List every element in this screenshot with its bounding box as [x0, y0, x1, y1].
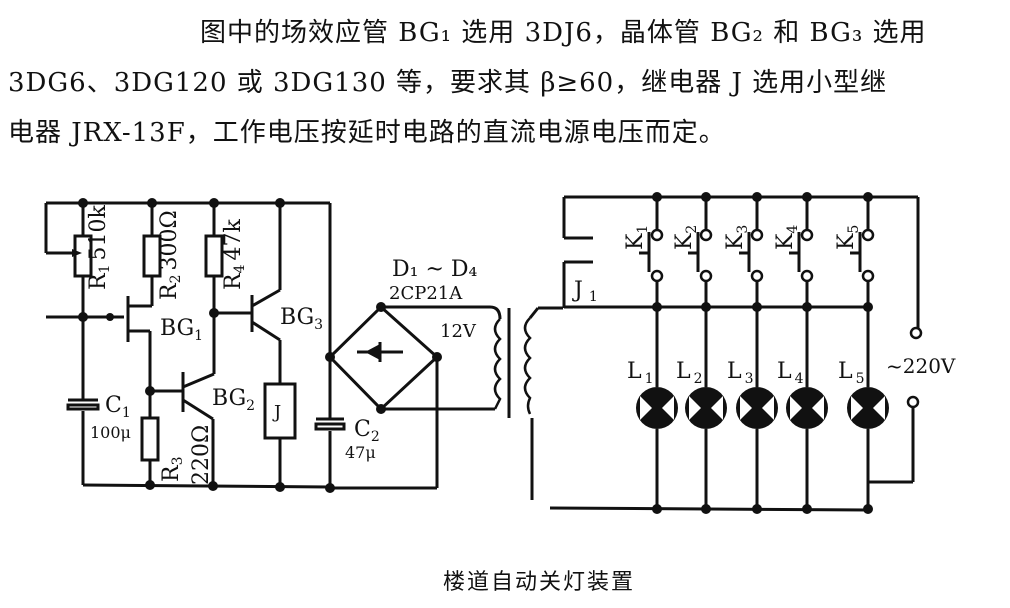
label-bg2: BG2 — [212, 386, 255, 414]
delay-circuit: R1510k R2300Ω R447k R3 220Ω BG1 BG2 BG3 … — [44, 198, 437, 493]
resistor-r3 — [140, 416, 160, 462]
switch-terminal — [650, 228, 664, 242]
label-supply: ~220V — [886, 354, 956, 378]
label-c2: C2 — [354, 417, 380, 445]
resistor-r4 — [204, 234, 224, 278]
switch-terminal — [800, 269, 814, 283]
label-bg1: BG1 — [160, 316, 203, 344]
paragraph-line-3: 电器 JRX-13F，工作电压按延时电路的直流电源电压而定。 — [8, 118, 726, 148]
label-switch-1: K1 — [623, 225, 651, 250]
label-diodes-value: 2CP21A — [389, 283, 463, 304]
label-switch-4: K4 — [773, 225, 801, 250]
supply-terminal-top — [909, 326, 923, 340]
label-j: J — [272, 402, 281, 423]
bridge-rectifier: D₁ ~ D₄ 2CP21A 12V — [327, 257, 502, 488]
switch-terminal — [750, 269, 764, 283]
label-c1-value: 100μ — [90, 423, 131, 442]
label-c1: C1 — [105, 393, 131, 421]
label-switch-2: K2 — [672, 225, 700, 250]
switch-terminal — [650, 269, 664, 283]
label-r3-value: 220Ω — [189, 425, 214, 485]
label-12v: 12V — [440, 321, 477, 342]
label-switch-3: K3 — [723, 225, 751, 250]
lamp-l3 — [736, 387, 778, 429]
label-bg3: BG3 — [280, 305, 323, 333]
label-r1: R1510k — [86, 205, 113, 290]
label-c2-value: 47μ — [345, 443, 376, 462]
bottom-rail — [82, 483, 331, 489]
switch-terminal — [699, 269, 713, 283]
label-r3: R3 — [159, 457, 186, 483]
switch-terminal — [750, 228, 764, 242]
paragraph-line-2: 3DG6、3DG120 或 3DG130 等，要求其 β≥60，继电器 J 选用… — [8, 68, 888, 98]
switch-terminal — [861, 228, 875, 242]
switch-terminal — [800, 228, 814, 242]
lamp-l5 — [847, 387, 889, 429]
supply-terminal-bottom — [906, 395, 920, 409]
lamp-l4 — [786, 387, 828, 429]
figure-caption: 楼道自动关灯装置 — [443, 570, 636, 595]
switch-terminal — [699, 228, 713, 242]
lamp-l1 — [636, 387, 678, 429]
label-r4: R447k — [221, 219, 248, 290]
switch-terminal — [861, 269, 875, 283]
label-diodes: D₁ ~ D₄ — [392, 257, 478, 282]
label-r2: R2300Ω — [157, 210, 184, 300]
label-switch-5: K5 — [834, 225, 862, 250]
lamp-l2 — [685, 387, 727, 429]
transformer — [493, 306, 563, 500]
paragraph-line-1: 图中的场效应管 BG₁ 选用 3DJ6，晶体管 BG₂ 和 BG₃ 选用 — [200, 18, 927, 48]
